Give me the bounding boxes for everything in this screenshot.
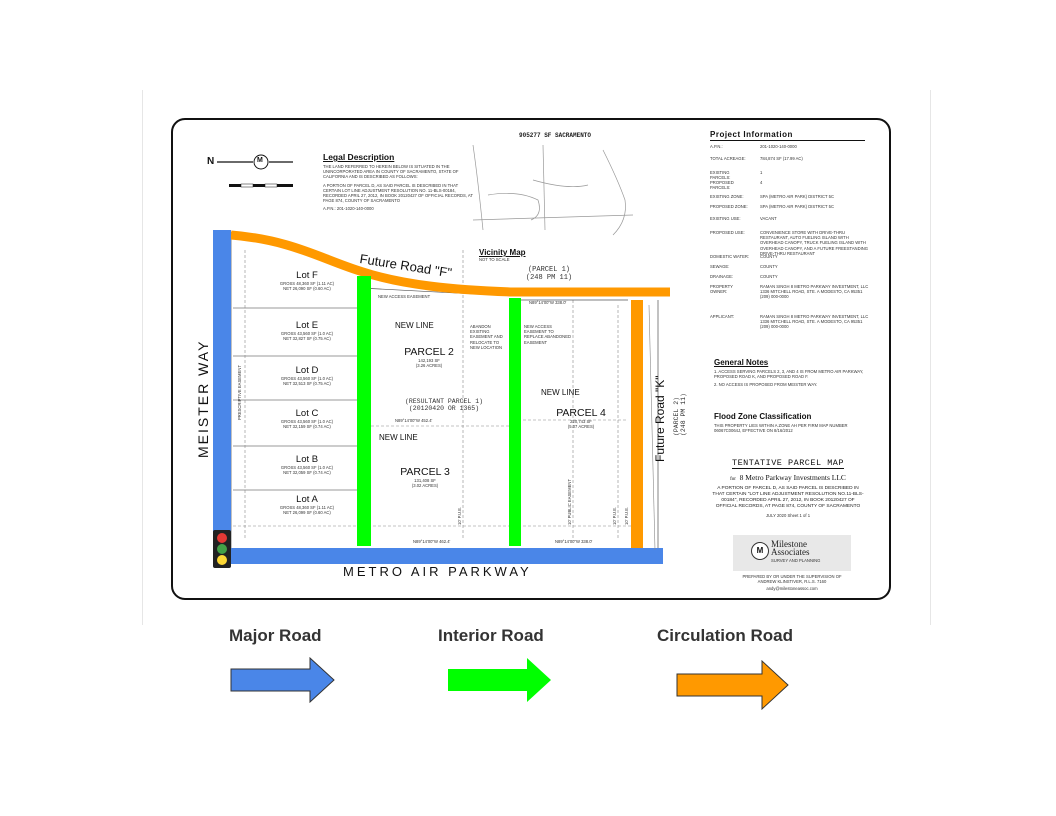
future-road-k-line: [631, 300, 643, 550]
legend-label-major-road: Major Road: [229, 626, 322, 645]
meister-way-line: [213, 230, 231, 565]
firm-sub: SURVEY AND PLANNING: [771, 558, 821, 563]
new-access-easement-note: NEW ACCESS EASEMENT TO REPLACE ABANDONED…: [524, 324, 572, 345]
interior-road-arrow-icon: [448, 658, 551, 702]
prescriptive-easement-note: PRESCRIPTIVE EASEMENT: [237, 365, 242, 420]
page-guide-right: [930, 90, 931, 625]
parcel-2: PARCEL 2 142,193 SF (3.26 ACRES): [404, 346, 454, 369]
title-block-description: A PORTION OF PARCEL D, AS SAID PARCEL IS…: [712, 486, 864, 509]
title-block-title: TENTATIVE PARCEL MAP: [731, 458, 845, 469]
legal-description: Legal Description THE LAND REFERRED TO H…: [323, 152, 473, 212]
circulation-road-arrow-icon: [676, 660, 789, 710]
legal-apn: A.P.N.: 201-1020-140-0000: [323, 206, 374, 212]
lot-a: Lot A GROSS 48,360 SF (1.11 AC) NET 26,0…: [279, 494, 335, 516]
parcel-3: PARCEL 3 131,408 SF (3.02 ACRES): [400, 466, 450, 489]
parcel-4: PARCEL 4 220,743 SF (5.07 ACRES): [556, 407, 606, 430]
access-easement-note: NEW ACCESS EASEMENT: [378, 294, 431, 299]
scale-bar: [229, 183, 293, 188]
bearing-top: N89°14'00"W 338.0': [529, 300, 567, 305]
metro-air-parkway-label: METRO AIR PARKWAY: [343, 564, 532, 579]
metro-air-parkway-line: [213, 548, 663, 564]
general-note-1: 1. ACCESS SERVING PARCELS 2, 3, AND 4 IS…: [714, 369, 864, 380]
parcel-map-sheet: 905277 SF SACRAMENTO N M Legal Descripti…: [171, 118, 891, 600]
parcel2-right-label: (PARCEL 2) (248 PM 11): [673, 393, 687, 436]
interior-road-left: [357, 276, 371, 546]
firm-name: Milestone Associates: [771, 539, 810, 557]
lot-c: Lot C GROSS 43,560 SF (1.0 AC) NET 32,15…: [280, 408, 334, 430]
public-easement-note: 10' PUBLIC EASEMENT: [567, 479, 572, 525]
legal-p1: THE LAND REFERRED TO HEREIN BELOW IS SIT…: [323, 164, 459, 180]
general-note-2: 2. NO ACCESS IS PROPOSED FROM MEISTER WA…: [714, 382, 818, 388]
meister-way-label: MEISTER WAY: [195, 339, 211, 458]
title-block-company: for 8 Metro Parkway Investments LLC: [730, 473, 846, 482]
bearing-bottom-2: N89°14'00"W 338.0': [555, 539, 593, 544]
title-block: TENTATIVE PARCEL MAP for 8 Metro Parkway…: [703, 452, 873, 518]
vicinity-map-sketch: [472, 144, 634, 236]
bearing-bottom-1: N89°14'00"W 462.4': [413, 539, 451, 544]
north-arrow: [217, 154, 293, 170]
general-notes-heading: General Notes: [714, 358, 769, 367]
map-drawing: [213, 144, 851, 571]
title-block-date: JULY 2020 Sheet 1 of 1: [765, 513, 811, 518]
new-line-label-1: NEW LINE: [395, 321, 434, 330]
vicinity-map: Vicinity Map NOT TO SCALE: [479, 248, 526, 262]
abandon-easement-note: ABANDON EXISTING EASEMENT AND RELOCATE T…: [470, 324, 503, 350]
legal-p2: A PORTION OF PARCEL D, AS SAID PARCEL IS…: [323, 182, 473, 204]
project-info-heading: Project Information: [710, 130, 865, 141]
firm-logo-icon: M: [751, 542, 769, 560]
lot-b: Lot B GROSS 43,560 SF (1.0 AC) NET 32,05…: [280, 454, 334, 476]
flood-zone: Flood Zone Classification THIS PROPERTY …: [714, 412, 864, 433]
new-line-label-3: NEW LINE: [379, 433, 418, 442]
lot-dividers: [233, 307, 361, 491]
flood-text: THIS PROPERTY LIES WITHIN A ZONE AH PER …: [714, 423, 848, 434]
pue-note-2: 10' P.U.E.: [612, 506, 617, 525]
lot-e: Lot E GROSS 43,560 SF (1.0 AC) NET 32,82…: [280, 320, 334, 342]
future-road-f-line: [230, 230, 670, 297]
vicinity-sub: NOT TO SCALE: [479, 257, 510, 262]
pue-note-3: 10' P.U.E.: [624, 506, 629, 525]
resultant-parcel-label: (RESULTANT PARCEL 1) (20120420 OR 1365): [404, 398, 483, 412]
legal-heading: Legal Description: [323, 152, 395, 162]
project-information: Project Information A.P.N.:201-1020-140-…: [710, 130, 869, 330]
pue-note-1: 10' P.U.E.: [457, 506, 462, 525]
legend-label-circulation-road: Circulation Road: [657, 626, 794, 645]
general-notes: General Notes 1. ACCESS SERVING PARCELS …: [714, 358, 864, 388]
interior-road-right: [509, 298, 521, 546]
flood-heading: Flood Zone Classification: [714, 412, 812, 421]
firm-email: andy@milestoneassoc.com: [766, 586, 818, 591]
major-road-arrow-icon: [230, 657, 335, 703]
bearing-mid: N89°14'00"W 452.4': [395, 418, 433, 423]
prepared-by: PREPARED BY OR UNDER THE SUPERVISION OF …: [742, 574, 842, 585]
parcel1-label: (PARCEL 1) (248 PM 11): [525, 266, 573, 282]
future-road-k-label: Future Road "K": [653, 375, 667, 462]
north-label: N: [207, 156, 215, 167]
compass-icon: M: [257, 157, 263, 164]
sheet-top-label: 905277 SF SACRAMENTO: [519, 132, 592, 139]
traffic-signal-icon: [213, 530, 231, 568]
new-line-label-2: NEW LINE: [541, 388, 580, 397]
legend-label-interior-road: Interior Road: [438, 626, 544, 645]
lot-d: Lot D GROSS 43,560 SF (1.0 AC) NET 32,51…: [280, 365, 334, 387]
lot-f: Lot F GROSS 48,360 SF (1.11 AC) NET 26,0…: [279, 270, 335, 292]
vicinity-heading: Vicinity Map: [479, 248, 526, 257]
page-guide-left: [142, 90, 143, 625]
easement-lines: [233, 250, 643, 540]
